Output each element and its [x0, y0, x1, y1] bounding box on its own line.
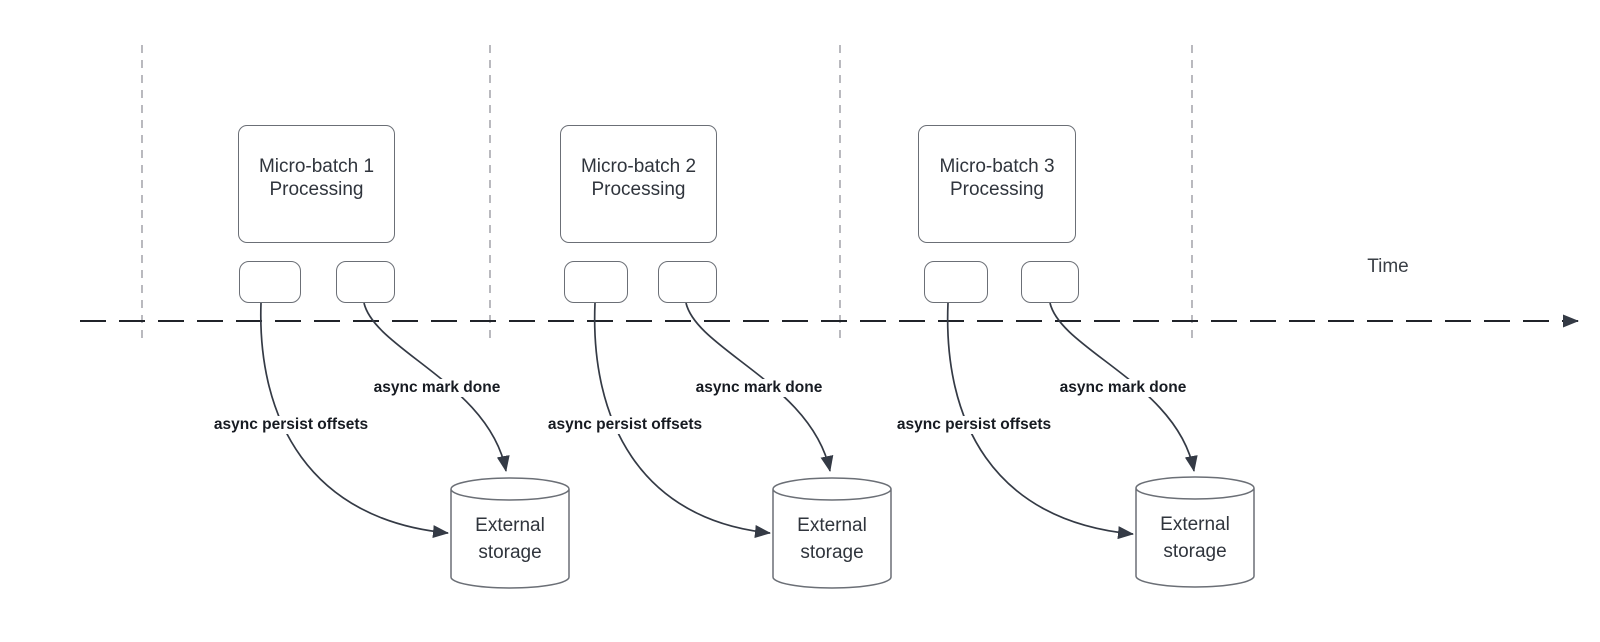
persist-offsets-arrow-1: [259, 302, 449, 539]
persist-offsets-arrow-2: [593, 302, 771, 538]
persist-offsets-label-3: async persist offsets: [893, 416, 1055, 434]
time-label: Time: [1367, 256, 1409, 277]
mark-done-label-3: async mark done: [1056, 379, 1190, 397]
storage-cylinder-3: [1135, 476, 1255, 588]
mark-done-task-box-2: [658, 261, 717, 303]
storage-cylinder-1: [450, 477, 570, 589]
mark-done-arrow-1: [363, 302, 510, 472]
mark-done-label-2: async mark done: [692, 379, 826, 397]
persist-task-box-1: [239, 261, 301, 303]
persist-task-box-3: [924, 261, 988, 303]
storage-label-3: External storage: [1160, 514, 1230, 562]
micro-batch-box-1: Micro-batch 1 Processing: [238, 125, 395, 243]
persist-offsets-label-1: async persist offsets: [210, 416, 372, 434]
persist-task-box-2: [564, 261, 628, 303]
micro-batch-box-2: Micro-batch 2 Processing: [560, 125, 717, 243]
mark-done-task-box-1: [336, 261, 395, 303]
persist-offsets-arrow-3: [946, 302, 1134, 540]
mark-done-arrow-3: [1049, 302, 1198, 472]
storage-label-1: External storage: [475, 515, 545, 563]
mark-done-arrow-2: [685, 302, 834, 472]
storage-cylinder-2: [772, 477, 892, 589]
storage-label-2: External storage: [797, 515, 867, 563]
mark-done-task-box-3: [1021, 261, 1079, 303]
micro-batch-box-3: Micro-batch 3 Processing: [918, 125, 1076, 243]
mark-done-label-1: async mark done: [370, 379, 504, 397]
persist-offsets-label-2: async persist offsets: [544, 416, 706, 434]
